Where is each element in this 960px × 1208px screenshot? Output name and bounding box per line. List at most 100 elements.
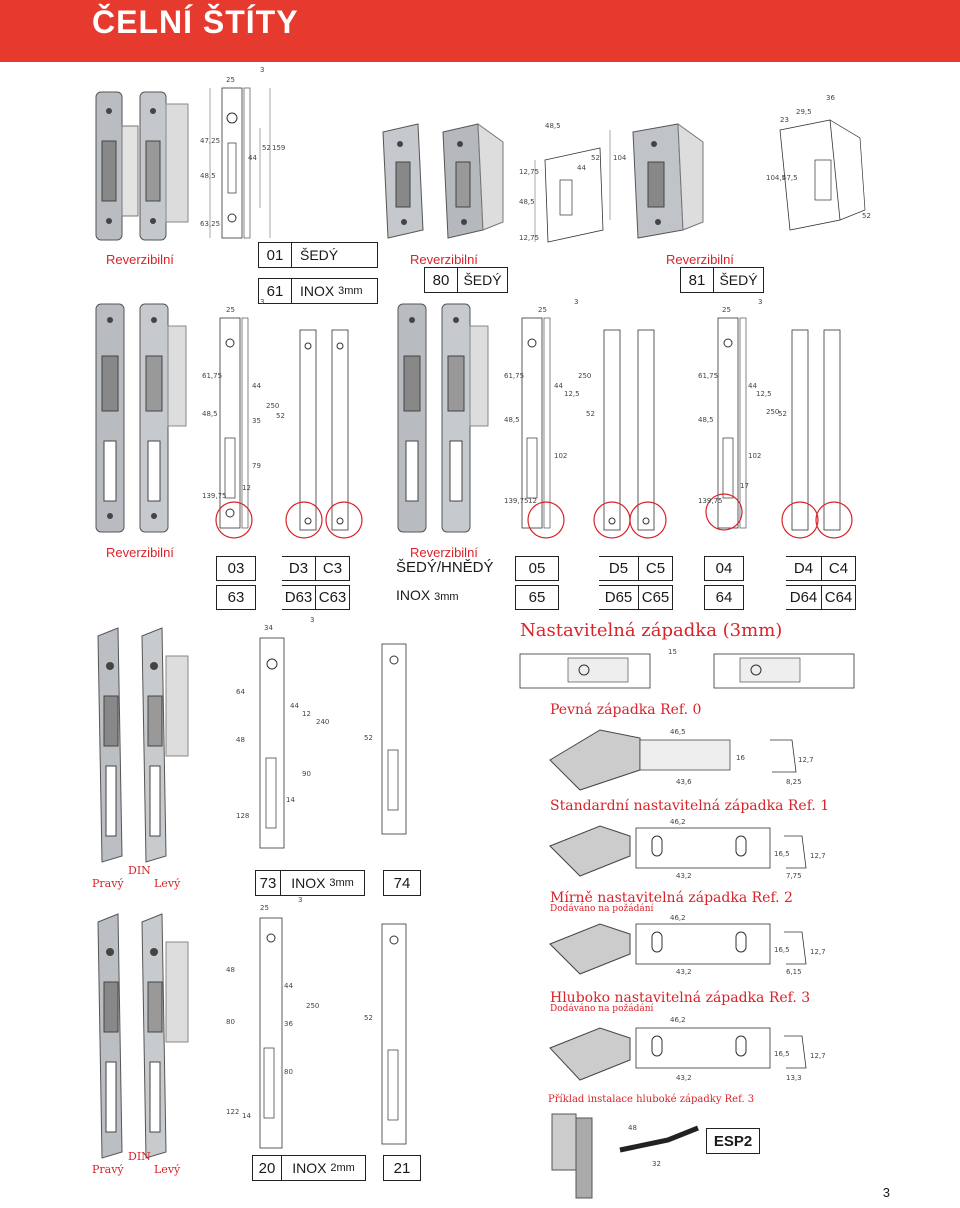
strike-plate-20-image — [97, 913, 189, 1159]
dim-label: 43,6 — [676, 778, 692, 786]
code-73: 73 — [255, 870, 281, 896]
dim-label: 47,5 — [782, 174, 798, 182]
strike-plate-d4-c4-drawing — [781, 329, 853, 539]
dim-label: 48,5 — [200, 172, 216, 180]
dim-label: 104,5 — [766, 174, 786, 182]
dim-label: 52 — [276, 412, 285, 420]
material-grey: ŠEDÝ — [292, 242, 378, 268]
svg-text:48: 48 — [628, 1124, 637, 1132]
latch-ref3-drawing: 46,2 16,5 12,7 43,2 13,3 — [549, 1016, 826, 1082]
dim-label: 6,15 — [786, 968, 802, 976]
dim-label: 12,5 — [564, 390, 580, 398]
strike-plate-04-drawing: 25 3 61,75 48,5 139,75 44 12,5 250 52 10… — [698, 298, 787, 531]
code-c3: C3 — [316, 556, 350, 581]
dim-label: 16,5 — [774, 1050, 790, 1058]
latch-ref1-title: Standardní nastavitelná západka Ref. 1 — [550, 798, 830, 814]
material-inox: INOX 3mm — [292, 278, 378, 304]
dim-label: 52 — [591, 154, 600, 162]
material-inox: INOX 3mm — [281, 870, 365, 896]
dim-label: 12,7 — [810, 948, 826, 956]
label-din: DIN — [128, 1150, 151, 1163]
strike-plate-80-image — [382, 122, 504, 239]
page-number: 3 — [882, 1185, 890, 1200]
material-grey: ŠEDÝ — [458, 267, 508, 293]
dim-label: 48,5 — [519, 198, 535, 206]
strike-plate-d3-c3-drawing — [215, 329, 363, 539]
dim-label: 14 — [242, 1112, 251, 1120]
strike-plate-05-image — [397, 303, 489, 533]
page-title: ČELNÍ ŠTÍTY — [92, 4, 299, 40]
strike-plate-01-image — [95, 91, 189, 241]
esp2-label: ESP2 — [706, 1128, 760, 1154]
code-03: 03 — [216, 556, 256, 581]
dim-label: 64 — [236, 688, 245, 696]
code-01: 01 — [258, 242, 292, 268]
dim-label: 3 — [298, 896, 302, 904]
strike-plate-20-drawing: 25 3 48 80 122 44 36 250 80 14 — [226, 896, 319, 1149]
strike-plate-03-drawing: 25 3 61,75 48,5 139,75 44 250 35 52 79 1… — [202, 298, 285, 529]
dim-label: 43,2 — [676, 1074, 692, 1082]
dim-label: 25 — [226, 76, 235, 84]
dim-label: 159 — [272, 144, 285, 152]
dim-label: 61,75 — [698, 372, 718, 380]
dim-label: 139,75 — [202, 492, 227, 500]
label-reversible: Reverzibilní — [410, 545, 478, 560]
code-table-01: 01 ŠEDÝ 61 INOX 3mm — [258, 242, 378, 304]
dim-label: 36 — [284, 1020, 293, 1028]
code-81: 81 — [680, 267, 714, 293]
dim-label: 52 — [364, 1014, 373, 1022]
label-reversible: Reverzibilní — [106, 252, 174, 267]
code-d5: D5 — [599, 556, 639, 581]
dim-label: 240 — [316, 718, 329, 726]
code-table-04: 04 D4 C4 64 D64 C64 — [704, 556, 856, 610]
dim-label: 104 — [613, 154, 627, 162]
svg-text:32: 32 — [652, 1160, 661, 1168]
label-right: Pravý — [92, 877, 124, 890]
dim-label: 48,5 — [202, 410, 218, 418]
dim-label: 12,75 — [519, 234, 539, 242]
dim-label: 12,75 — [519, 168, 539, 176]
code-65: 65 — [515, 585, 559, 610]
code-table-05: 05 D5 C5 65 D65 C65 — [515, 556, 673, 610]
dim-label: 43,2 — [676, 968, 692, 976]
dim-label: 23 — [780, 116, 789, 124]
latch-ref2-drawing: 46,2 16,5 12,7 43,2 6,15 — [549, 914, 826, 976]
code-64: 64 — [704, 585, 744, 610]
code-c64: C64 — [822, 585, 856, 610]
dim-label: 47,25 — [200, 137, 220, 145]
dim-label: 3 — [310, 616, 314, 624]
dim-label: 102 — [748, 452, 761, 460]
dim-label: 52 — [262, 144, 271, 152]
dim-label: 3 — [758, 298, 762, 306]
dim-label: 46,2 — [670, 914, 686, 922]
dim-label: 8,25 — [786, 778, 802, 786]
latch-ref2-note: Dodáváno na požádání — [550, 904, 654, 914]
latch-ref0-drawing: 46,5 16 12,7 43,6 8,25 — [549, 728, 814, 791]
dim-label: 35 — [252, 417, 261, 425]
dim-label: 44 — [290, 702, 299, 710]
material-grey-brown: ŠEDÝ/HNĚDÝ — [396, 559, 494, 576]
dim-label: 128 — [236, 812, 249, 820]
installation-example-caption: Příklad instalace hluboké západky Ref. 3 — [548, 1094, 755, 1105]
label-left: Levý — [154, 877, 181, 890]
code-c4: C4 — [822, 556, 856, 581]
dim-label: 52 — [778, 410, 787, 418]
dim-label: 139,75 — [504, 497, 529, 505]
strike-plate-03-image — [95, 303, 187, 533]
dim-label: 63,25 — [200, 220, 220, 228]
dim-label: 79 — [252, 462, 261, 470]
dim-label: 80 — [226, 1018, 235, 1026]
dim-label: 25 — [722, 306, 731, 314]
dim-label: 12,7 — [798, 756, 814, 764]
code-20: 20 — [252, 1155, 282, 1181]
code-80: 80 — [424, 267, 458, 293]
dim-label: 25 — [538, 306, 547, 314]
dim-label: 17 — [740, 482, 749, 490]
code-c63: C63 — [316, 585, 350, 610]
dim-label: 52 — [586, 410, 595, 418]
dim-label: 12,7 — [810, 852, 826, 860]
dim-label: 80 — [284, 1068, 293, 1076]
dim-label: 43,2 — [676, 872, 692, 880]
strike-plate-74-drawing: 52 — [364, 643, 407, 835]
installation-example-image: 48 32 — [551, 1113, 699, 1199]
